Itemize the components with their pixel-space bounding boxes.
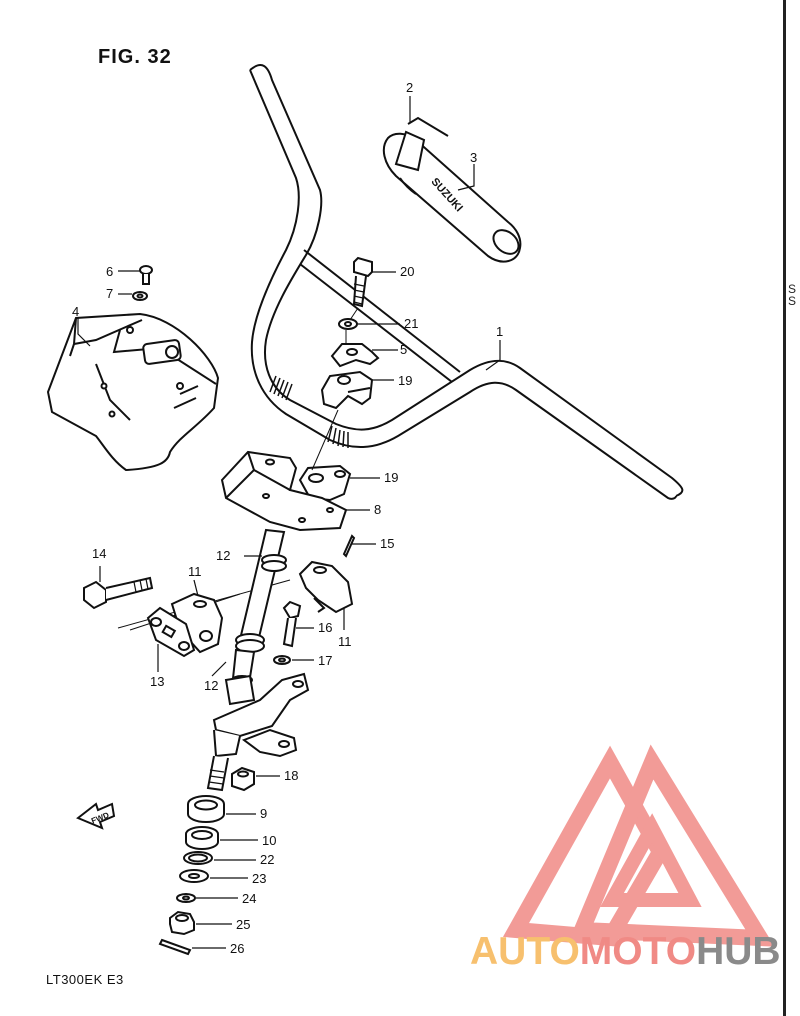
callout-3: 3 <box>470 150 477 165</box>
callout-9: 9 <box>260 806 267 821</box>
callout-13: 13 <box>150 674 164 689</box>
callout-10: 10 <box>262 833 276 848</box>
bracket-part-8 <box>220 450 348 532</box>
cotter-pin-part-15 <box>342 534 356 558</box>
page-edge-line <box>783 0 786 1016</box>
nut-part-25 <box>169 910 195 936</box>
leader-lines <box>77 96 501 949</box>
figure-title: FIG. 32 <box>98 46 172 68</box>
callout-11-right: 11 <box>338 634 352 649</box>
screw-part-6 <box>139 265 153 285</box>
callout-26: 26 <box>230 941 244 956</box>
bearing-part-10 <box>185 826 219 850</box>
nut-part-18 <box>231 766 255 792</box>
callout-12-upper: 12 <box>216 548 230 563</box>
model-code: LT300EK E3 <box>46 972 124 987</box>
bolt-part-16 <box>282 600 302 648</box>
watermark-text-auto: AUTO <box>470 930 580 973</box>
watermark-text-moto: MOTO <box>579 930 697 973</box>
callout-7: 7 <box>106 286 113 301</box>
callout-15: 15 <box>380 536 394 551</box>
band-part-2 <box>394 116 449 195</box>
callout-1: 1 <box>496 324 503 339</box>
cotter-pin-part-26 <box>158 938 192 956</box>
edge-fragment-1: S <box>788 282 797 296</box>
bolt-part-20 <box>352 256 373 308</box>
handlebar-part-1 <box>249 64 684 500</box>
callout-4: 4 <box>72 304 79 319</box>
callout-5: 5 <box>400 342 407 357</box>
steering-stem-lower <box>206 672 310 792</box>
callout-21: 21 <box>404 316 418 331</box>
callout-labels: 1 2 3 4 5 6 7 8 9 10 11 11 12 12 13 14 1… <box>72 80 503 956</box>
callout-22: 22 <box>260 852 274 867</box>
callout-24: 24 <box>242 891 256 906</box>
callout-16: 16 <box>318 620 332 635</box>
washer-part-17 <box>273 655 291 665</box>
steering-shaft-part-12 <box>230 528 287 692</box>
callout-8: 8 <box>374 502 381 517</box>
clamp-part-5 <box>330 343 380 368</box>
callout-19-upper: 19 <box>398 373 412 388</box>
plate-part-13 <box>146 606 196 658</box>
watermark-text: AUTOMOTOHUB <box>470 930 781 974</box>
callout-25: 25 <box>236 917 250 932</box>
holder-part-19-upper <box>320 370 374 410</box>
callout-18: 18 <box>284 768 298 783</box>
holder-part-11-right <box>298 560 354 614</box>
washer-part-23 <box>179 869 209 883</box>
callout-14: 14 <box>92 546 106 561</box>
washer-part-21 <box>338 318 358 330</box>
washer-part-22 <box>183 851 213 865</box>
edge-fragment-2: S <box>788 294 797 308</box>
washer-part-7 <box>132 291 148 301</box>
washer-part-24 <box>176 893 196 903</box>
callout-2: 2 <box>406 80 413 95</box>
bearing-part-9 <box>187 795 225 823</box>
callout-19-lower: 19 <box>384 470 398 485</box>
callout-20: 20 <box>400 264 414 279</box>
callout-11-left: 11 <box>188 564 202 579</box>
bolt-part-14 <box>83 576 154 610</box>
fwd-arrow-icon: FWD <box>76 802 116 830</box>
callout-23: 23 <box>252 871 266 886</box>
callout-12-lower: 12 <box>204 678 218 693</box>
watermark-logo <box>502 744 775 947</box>
cover-part-4 <box>46 312 220 472</box>
watermark-text-hub: HUB <box>696 930 781 973</box>
callout-17: 17 <box>318 653 332 668</box>
callout-6: 6 <box>106 264 113 279</box>
